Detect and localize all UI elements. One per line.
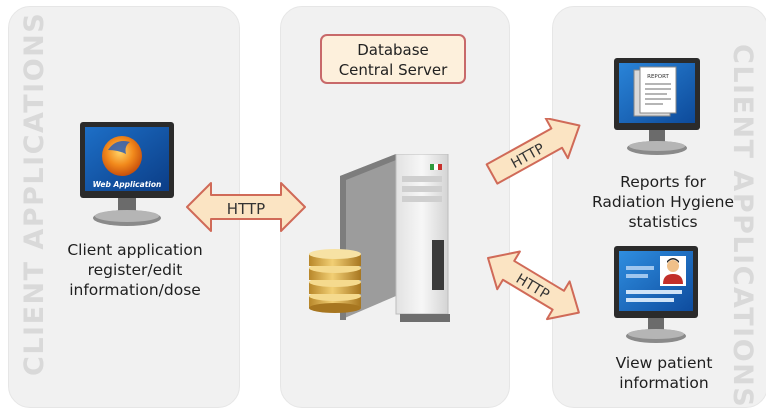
reports-monitor-icon: REPORT xyxy=(614,58,700,155)
person-icon xyxy=(667,260,679,272)
client-application-caption: Client application register/edit informa… xyxy=(40,240,230,300)
report-document-label: REPORT xyxy=(647,74,669,80)
client-caption-line3: information/dose xyxy=(69,281,201,299)
status-light-green xyxy=(430,164,434,170)
reports-caption-line3: statistics xyxy=(628,213,698,231)
reports-caption: Reports for Radiation Hygiene statistics xyxy=(568,172,758,232)
server-title-line2: Central Server xyxy=(338,61,448,79)
http-label-left: HTTP xyxy=(227,200,265,218)
patient-monitor-icon xyxy=(614,246,698,343)
client-caption-line1: Client application xyxy=(67,241,203,259)
status-light-red xyxy=(438,164,442,170)
web-application-screen-label: Web Application xyxy=(93,180,162,189)
server-title-box: Database Central Server xyxy=(320,34,466,84)
reports-caption-line1: Reports for xyxy=(620,173,706,191)
web-application-monitor-icon: Web Application xyxy=(80,122,174,226)
http-double-arrow-left: HTTP xyxy=(186,182,306,232)
panel-label-left: CLIENT APPLICATIONS xyxy=(19,11,50,376)
database-stack-icon xyxy=(309,249,361,313)
patient-caption: View patient information xyxy=(578,353,750,393)
http-arrow-to-reports: HTTP xyxy=(485,118,581,185)
patient-caption-line1: View patient xyxy=(615,354,713,372)
server-title-line1: Database xyxy=(357,41,429,59)
http-double-arrow-to-patient: HTTP xyxy=(487,250,580,321)
patient-caption-line2: information xyxy=(619,374,709,392)
reports-caption-line2: Radiation Hygiene xyxy=(591,193,735,211)
client-caption-line2: register/edit xyxy=(87,261,183,279)
